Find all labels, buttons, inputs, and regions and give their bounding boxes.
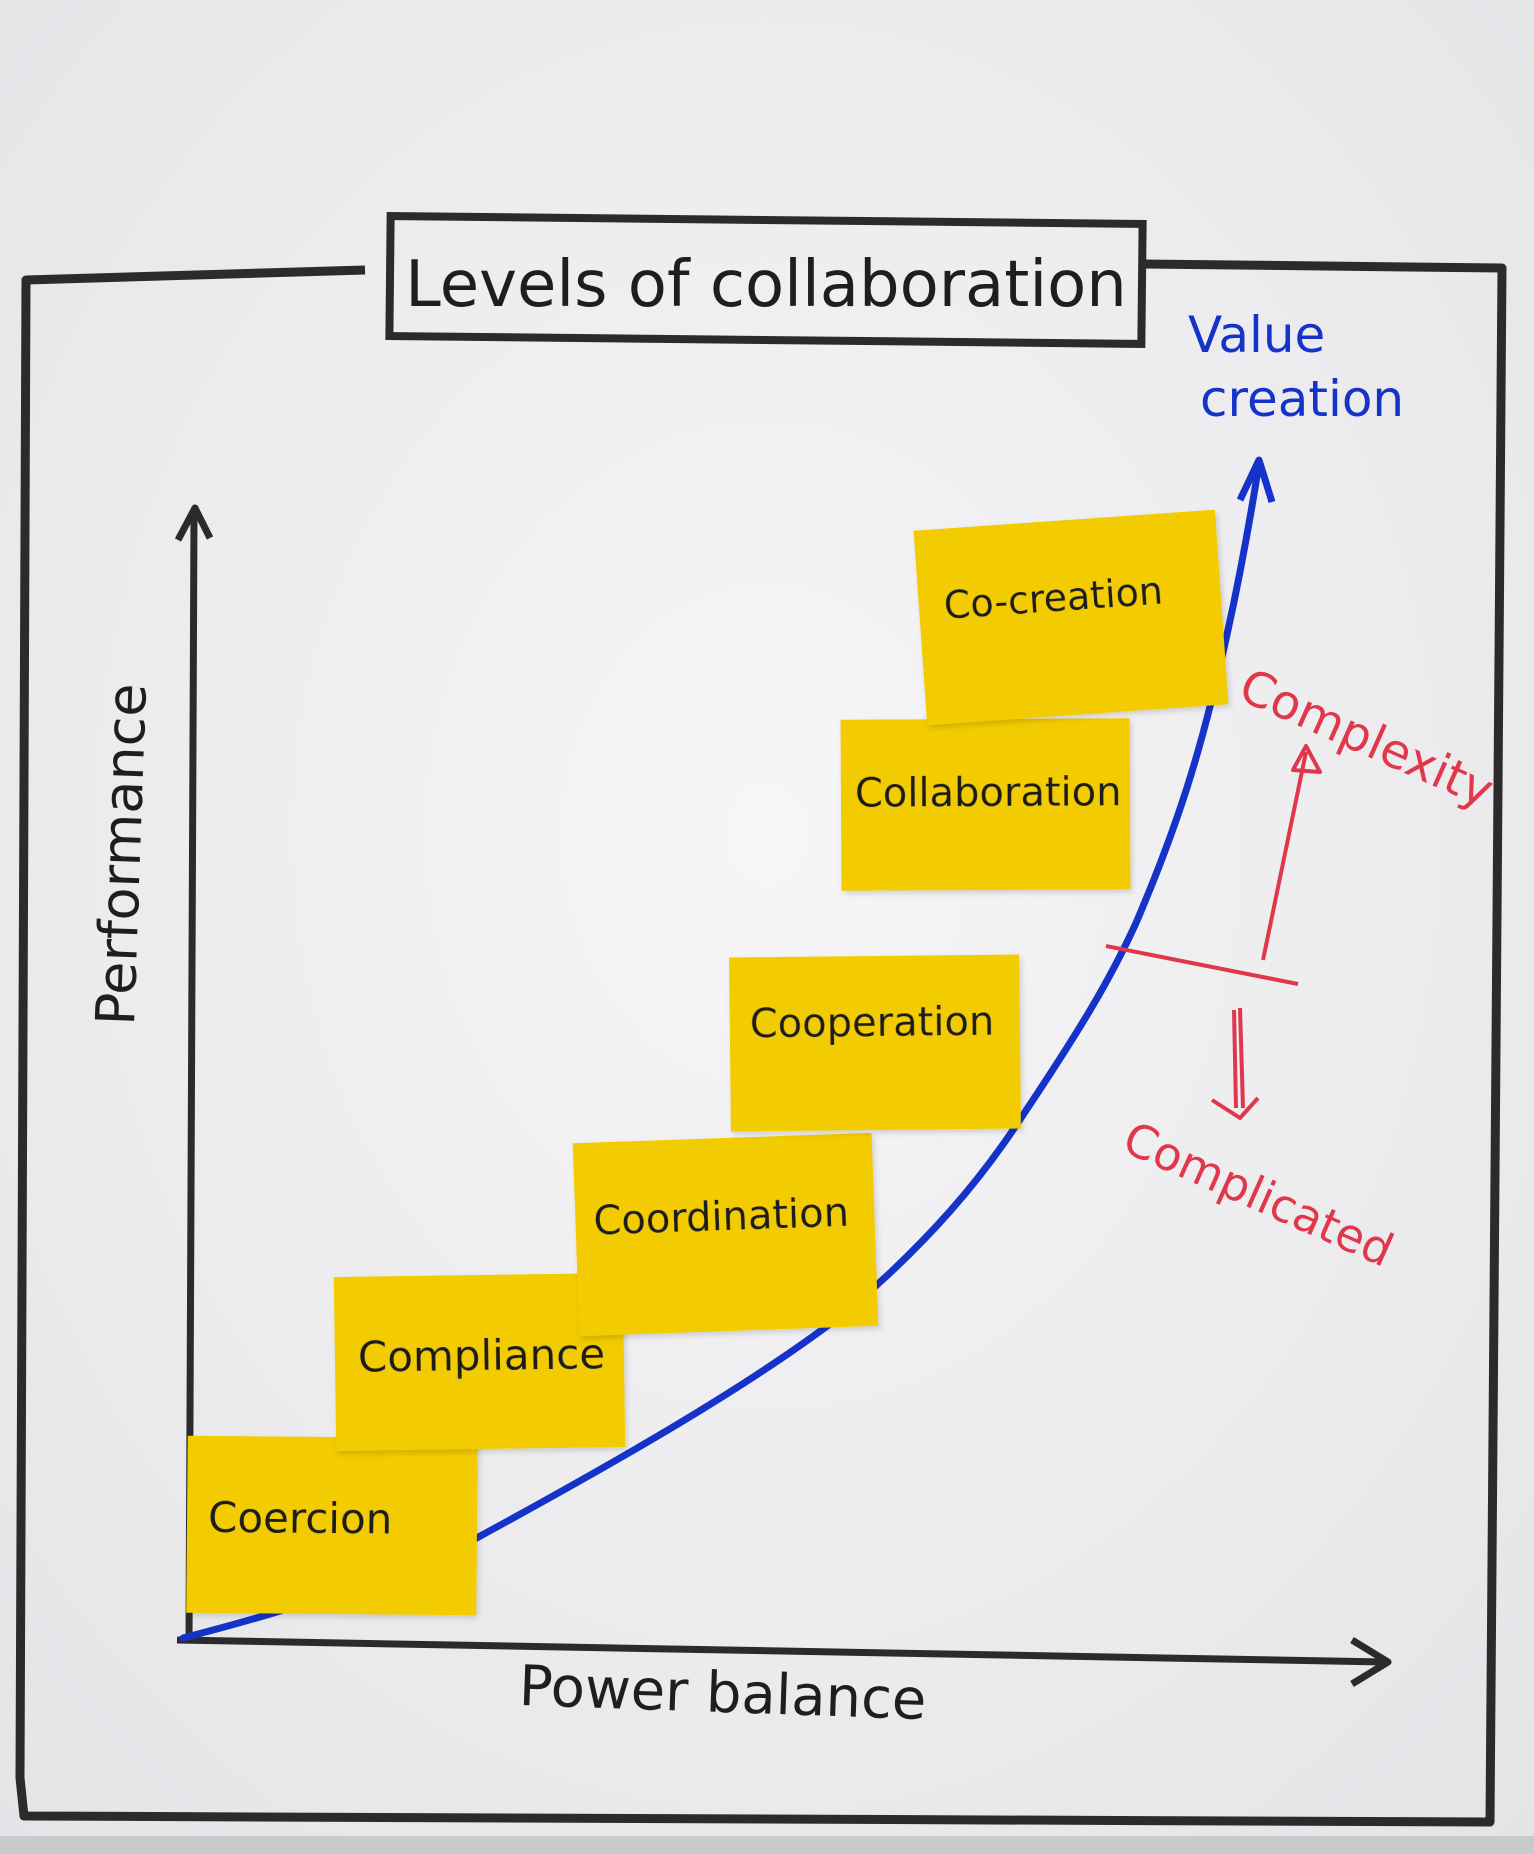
sticky-note-label: Coercion (208, 1493, 393, 1544)
sticky-note-collaboration: Collaboration (840, 718, 1131, 891)
sticky-note-label: Cooperation (750, 999, 995, 1048)
y-axis-arrowhead-icon (174, 504, 214, 542)
diagram-title: Levels of collaboration (405, 248, 1127, 322)
outer-frame (15, 259, 1507, 1827)
sticky-note-coordination: Coordination (572, 1132, 879, 1337)
complexity-arrowhead-icon (1291, 744, 1322, 774)
sticky-note-coercion: Coercion (186, 1435, 478, 1616)
curve-label-value: Value (1188, 306, 1325, 364)
x-axis-arrowhead-icon (1350, 1637, 1392, 1687)
sticky-note-cooperation: Cooperation (729, 954, 1021, 1132)
sticky-note-label: Coordination (593, 1190, 850, 1245)
complicated-arrowhead-icon (1210, 1096, 1260, 1120)
y-axis-label: Performance (84, 682, 159, 1026)
sticky-note-label: Collaboration (855, 769, 1122, 816)
x-axis (176, 1636, 1386, 1666)
curve-arrowhead-icon (1236, 456, 1276, 504)
sticky-note-compliance: Compliance (333, 1272, 626, 1452)
complexity-arrow (1261, 751, 1308, 961)
curve-label-creation: creation (1200, 370, 1404, 428)
sticky-note-co-creation: Co-creation (913, 509, 1229, 726)
title-box (385, 212, 1147, 348)
paper-bottom-edge (0, 1836, 1534, 1854)
sticky-note-label: Compliance (358, 1329, 606, 1381)
x-axis-label: Power balance (518, 1654, 928, 1733)
threshold-line (1105, 944, 1299, 986)
complicated-arrow (1232, 1007, 1245, 1109)
